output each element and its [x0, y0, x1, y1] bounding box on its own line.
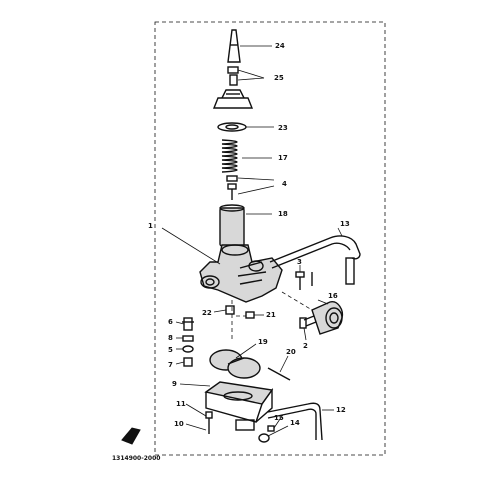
- leader-lines: [161, 45, 343, 437]
- fitting-21-part[interactable]: [236, 311, 255, 319]
- callout-13: 13: [340, 220, 350, 228]
- screw-14-part[interactable]: [258, 433, 270, 443]
- pilot-screw-part[interactable]: [295, 271, 313, 290]
- callout-6: 6: [168, 318, 173, 326]
- callout-10: 10: [174, 420, 184, 428]
- mixing-chamber-top-part[interactable]: [212, 89, 254, 109]
- callout-18: 18: [278, 210, 288, 218]
- throttle-spring-part[interactable]: [221, 139, 238, 173]
- callout-16: 16: [328, 292, 338, 300]
- float-chamber-part[interactable]: [204, 381, 274, 431]
- callout-labels: 24 25 23 17 4 18 1 13 3 16 2 22 21 6 8 5…: [148, 42, 350, 428]
- callout-3: 3: [297, 258, 302, 266]
- callout-17: 17: [278, 154, 288, 162]
- adjuster-part[interactable]: [227, 66, 239, 86]
- callout-12: 12: [336, 406, 346, 414]
- needle-clip-part[interactable]: [226, 175, 238, 200]
- needle-jet-part[interactable]: [182, 335, 194, 342]
- float-pin-part[interactable]: [267, 367, 291, 381]
- callout-20: 20: [286, 348, 296, 356]
- callout-11: 11: [176, 400, 186, 408]
- callout-23: 23: [278, 124, 288, 132]
- washer-part[interactable]: [217, 122, 247, 132]
- throttle-valve-part[interactable]: [219, 204, 245, 247]
- callout-1: 1: [148, 222, 153, 230]
- callout-2: 2: [303, 342, 308, 350]
- callout-22: 22: [202, 309, 212, 317]
- callout-9: 9: [172, 380, 177, 388]
- washer-small-part[interactable]: [182, 345, 194, 353]
- assembly-boundary: [154, 21, 386, 456]
- callout-7: 7: [168, 361, 173, 369]
- callout-14: 14: [290, 419, 300, 427]
- catalog-code: 1314900-2000: [112, 455, 160, 462]
- fitting-22-part[interactable]: [225, 305, 235, 315]
- jet-holder-part[interactable]: [183, 357, 193, 367]
- float-part[interactable]: [209, 349, 261, 379]
- callout-21: 21: [266, 311, 276, 319]
- cap-part[interactable]: [227, 29, 241, 63]
- gasket-part[interactable]: [121, 427, 141, 445]
- callout-19: 19: [258, 338, 268, 346]
- callout-4: 4: [282, 180, 287, 188]
- jet-part[interactable]: [299, 317, 307, 329]
- carburetor-body-part[interactable]: [199, 244, 283, 303]
- callout-15: 15: [274, 414, 284, 422]
- drain-screw-part[interactable]: [205, 411, 213, 434]
- vent-tube-part[interactable]: [269, 235, 361, 285]
- screw-15-part[interactable]: [267, 425, 275, 432]
- callout-24: 24: [275, 42, 285, 50]
- callout-8: 8: [168, 334, 173, 342]
- callout-5: 5: [168, 346, 173, 354]
- choke-plunger-part[interactable]: [281, 291, 344, 335]
- callout-25: 25: [274, 74, 284, 82]
- overflow-tube-part[interactable]: [267, 402, 323, 441]
